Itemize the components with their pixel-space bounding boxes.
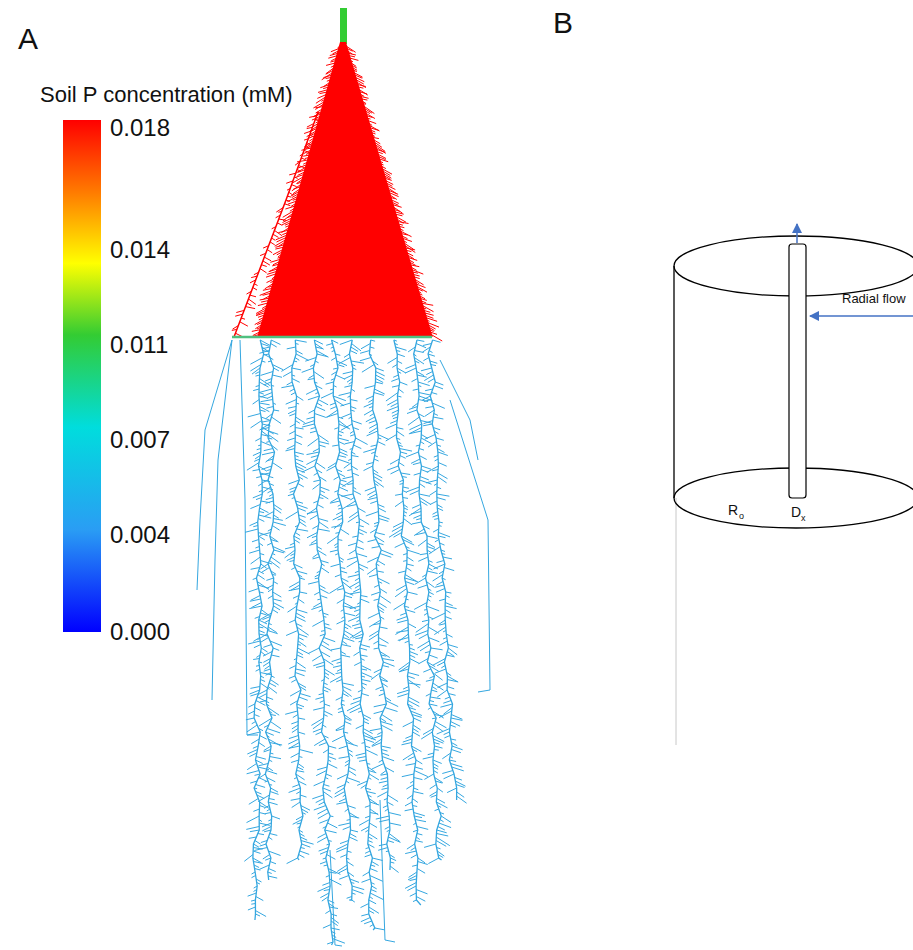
root-laterals (360, 340, 401, 873)
root-axis (197, 340, 232, 590)
radial-flow-arrow (810, 315, 913, 317)
tick-label: 0.004 (110, 523, 170, 547)
root-axis (450, 400, 490, 692)
root-axis (332, 340, 353, 900)
root-axis (369, 340, 390, 870)
depletion-boundary (232, 336, 432, 339)
flow-label: Radial flow (842, 292, 906, 305)
root-tube (789, 244, 806, 498)
root-axis (440, 360, 478, 460)
tick-label: 0.018 (110, 116, 170, 140)
tick-label: 0.000 (110, 620, 170, 644)
root-axis (253, 340, 264, 920)
shoot-stem (340, 8, 347, 44)
root-laterals (254, 340, 285, 878)
root-axis (380, 800, 395, 942)
root-laterals (346, 46, 442, 341)
tick-label: 0.014 (110, 238, 170, 262)
root-laterals (421, 340, 467, 803)
subscript: o (739, 512, 744, 521)
dimension-label: D (791, 505, 801, 519)
panel-label: A (18, 24, 38, 54)
dimension-label: R (728, 503, 738, 517)
axial-flow-arrow (796, 224, 798, 243)
guide-line (676, 498, 677, 745)
root-axis (240, 340, 258, 735)
root-axis (234, 112, 318, 337)
tick-label: 0.007 (110, 428, 170, 452)
color-bar (63, 120, 101, 632)
root-axis (212, 340, 232, 700)
subscript: x (801, 514, 806, 523)
colorbar-title: Soil P concentration (mM) (40, 84, 293, 106)
panel-label: B (553, 8, 573, 38)
root-axis (330, 850, 342, 946)
cylinder-side (673, 266, 674, 498)
tick-label: 0.011 (110, 333, 168, 357)
root-system (197, 42, 490, 946)
root-laterals (232, 112, 325, 337)
root-laterals (405, 340, 451, 864)
